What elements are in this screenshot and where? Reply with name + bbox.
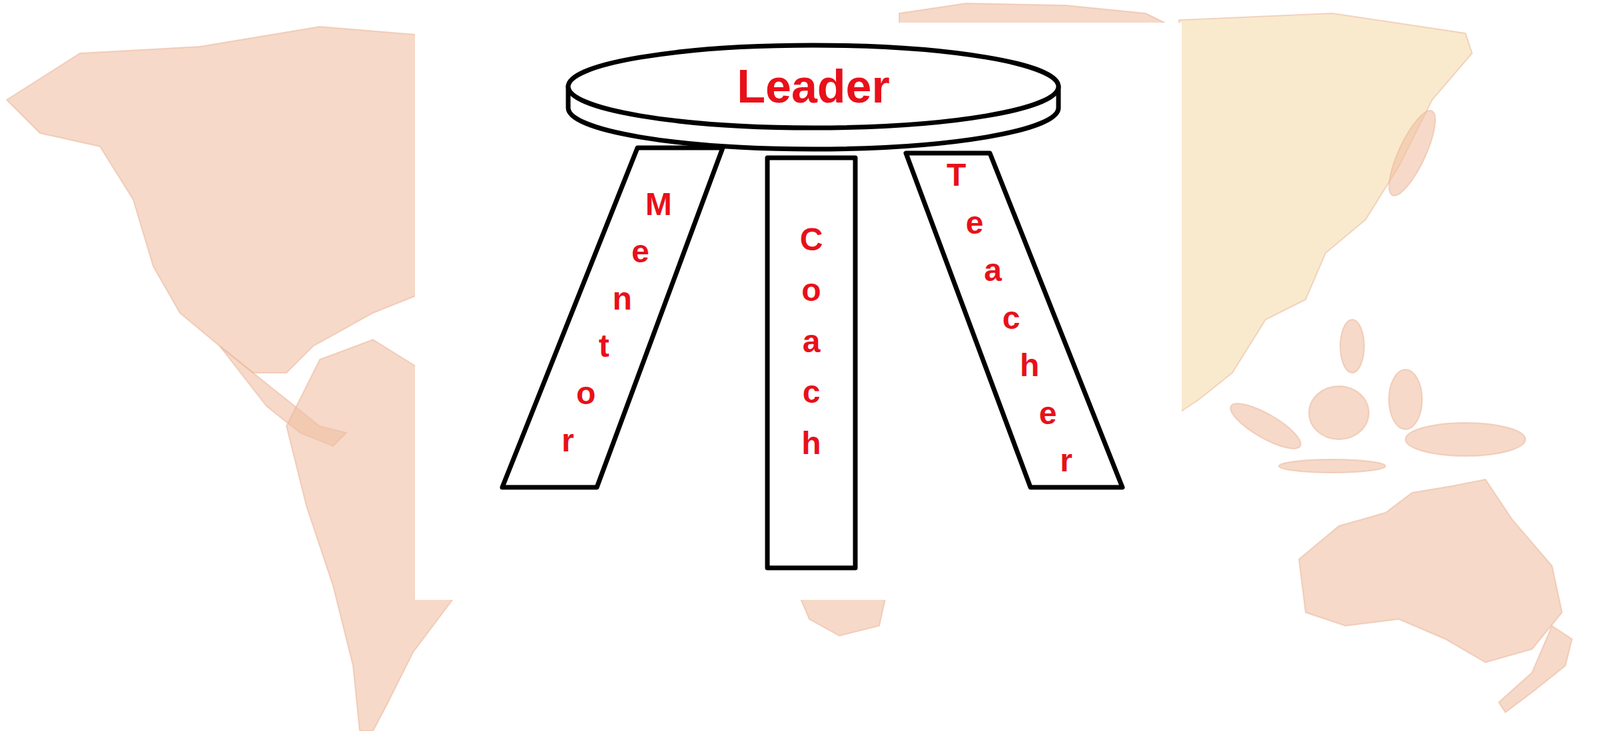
leg-label: Mentor bbox=[496, 142, 729, 493]
leg-letter: o bbox=[790, 265, 833, 317]
leg-letter: T bbox=[935, 151, 978, 200]
leg-letter: h bbox=[790, 418, 833, 470]
island-shape bbox=[1308, 386, 1369, 440]
japan-shape bbox=[1380, 105, 1444, 202]
north-america-shape bbox=[6, 26, 440, 374]
leg-letter: c bbox=[989, 294, 1033, 343]
leg-letter: C bbox=[790, 214, 833, 266]
leg-letter: o bbox=[564, 369, 608, 417]
leg-shape bbox=[905, 153, 1123, 488]
node-label: Leader bbox=[565, 59, 1062, 114]
australia-shape bbox=[1298, 479, 1563, 663]
leg-shape bbox=[767, 157, 856, 569]
island-shape bbox=[1405, 422, 1526, 457]
stool-leg: Teacher bbox=[900, 147, 1128, 493]
island-shape bbox=[1278, 459, 1386, 473]
africa-shape bbox=[799, 596, 886, 637]
leg-letter: n bbox=[600, 275, 644, 323]
leg-label: Coach bbox=[762, 152, 861, 574]
leg-letter: e bbox=[953, 199, 996, 248]
leg-shape bbox=[502, 147, 723, 488]
leg-letter: e bbox=[1026, 389, 1070, 438]
asia-shape bbox=[1179, 13, 1473, 413]
stool-seat: Leader bbox=[565, 41, 1062, 158]
island-shape bbox=[1340, 319, 1365, 374]
leg-letter: a bbox=[790, 316, 833, 368]
leg-letter: c bbox=[790, 367, 833, 419]
leg-label: Teacher bbox=[900, 147, 1128, 493]
leg-letter: e bbox=[618, 227, 662, 276]
island-shape bbox=[1224, 395, 1307, 457]
stool-leg: Mentor bbox=[496, 142, 729, 493]
stool-leg: Coach bbox=[762, 152, 861, 574]
leg-letter: a bbox=[971, 246, 1015, 295]
new-zealand-shape bbox=[1498, 626, 1573, 713]
leg-letter: r bbox=[1045, 436, 1088, 485]
island-shape bbox=[1388, 369, 1423, 430]
leg-letter: h bbox=[1008, 341, 1052, 390]
leg-letter: r bbox=[546, 416, 589, 465]
leg-letter: M bbox=[637, 180, 681, 228]
white-panel bbox=[414, 22, 1182, 601]
leg-letter: t bbox=[582, 322, 626, 370]
leg-outline bbox=[496, 142, 729, 493]
leg-outline bbox=[762, 152, 861, 574]
